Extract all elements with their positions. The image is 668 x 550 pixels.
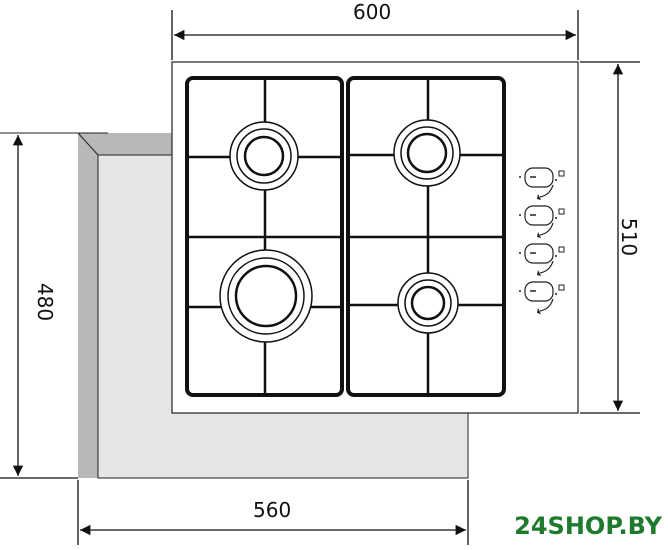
knob-icon [519,205,565,238]
burner-top-left [229,121,299,191]
knob-icon [519,167,565,200]
dim-width-top: 600 [353,0,392,24]
control-knobs [519,167,565,314]
shop-logo: 24SHOP.BY [514,512,662,540]
dim-width-bottom: 560 [253,498,292,522]
burner-top-right [393,119,461,187]
dim-height-right: 510 [617,217,642,257]
burner-bottom-right [397,272,459,334]
knob-icon [519,243,565,276]
burner-bottom-left [219,249,313,343]
dimension-lines [0,10,640,545]
dim-height-left: 480 [33,282,58,322]
knob-icon [519,281,565,314]
